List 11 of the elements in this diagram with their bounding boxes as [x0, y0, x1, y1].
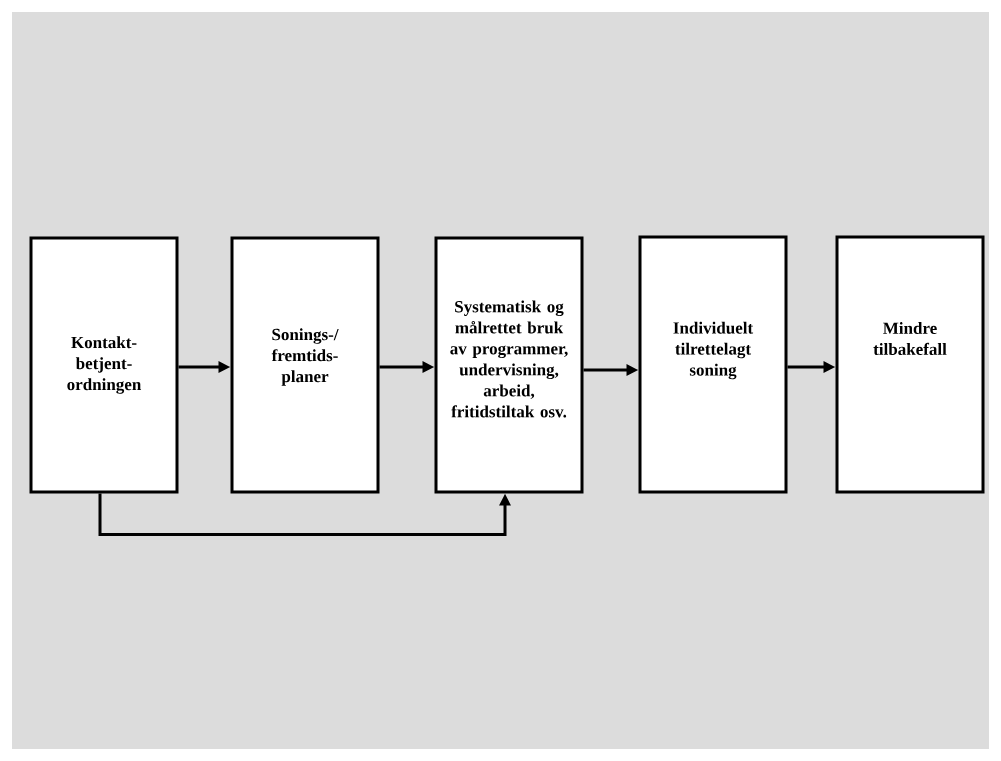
process-box — [230, 236, 380, 494]
process-box — [835, 235, 985, 494]
node-label: Mindre tilbakefall — [873, 322, 947, 355]
process-box — [638, 235, 788, 494]
process-box — [434, 236, 584, 494]
node-label: Kontakt- betjent- ordningen — [67, 336, 142, 394]
node-label: Sonings-/ fremtids- planer — [271, 328, 339, 386]
arrow — [98, 493, 511, 536]
node-label: Individuelt tilrettelagt soning — [673, 321, 754, 380]
process-box — [29, 236, 179, 494]
node-label: Systematisk og målrettet bruk av programmer, undervisning, arbeid, fritidstiltak osv. — [450, 300, 568, 418]
